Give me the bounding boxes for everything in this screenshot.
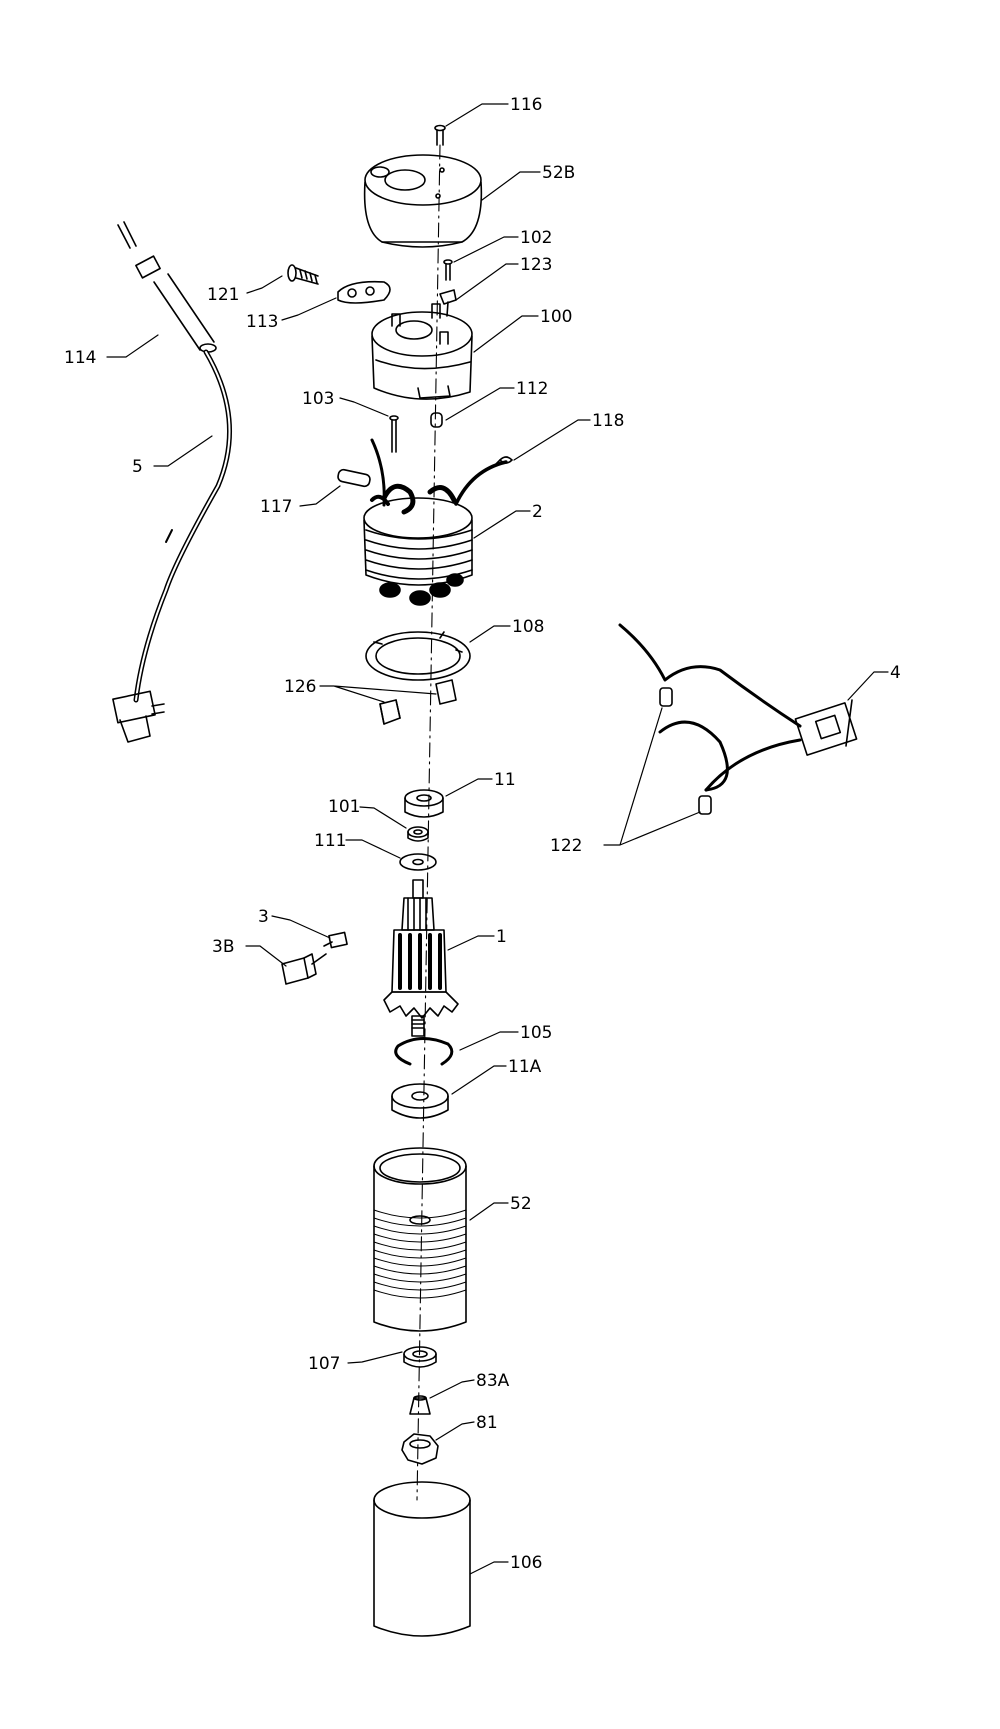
label-81: 81: [476, 1413, 498, 1433]
part-106-cover: [373, 1481, 471, 1637]
part-5-power-cord: [133, 349, 232, 703]
part-101-nut: [407, 826, 429, 842]
part-11A-bearing: [391, 1083, 449, 1119]
part-116-screw: [434, 124, 446, 146]
label-2: 2: [532, 502, 543, 522]
label-52B: 52B: [542, 163, 575, 183]
label-108: 108: [512, 617, 544, 637]
label-83A: 83A: [476, 1371, 510, 1391]
part-108-ring: [365, 631, 471, 681]
label-101: 101: [328, 797, 360, 817]
label-3: 3: [258, 907, 269, 927]
label-106: 106: [510, 1553, 542, 1573]
part-111-washer: [399, 853, 437, 871]
part-102-screw: [443, 259, 453, 281]
part-103-screw: [389, 415, 399, 453]
part-52B-end-cap: [363, 154, 483, 248]
label-4: 4: [890, 663, 901, 683]
part-114-cord-end: [117, 221, 217, 353]
label-112: 112: [516, 379, 548, 399]
part-labels: 116 52B 102 123 121 113 100 114 103 112 …: [64, 95, 901, 1573]
label-121: 121: [207, 285, 239, 305]
label-122: 122: [550, 836, 582, 856]
label-105: 105: [520, 1023, 552, 1043]
part-11-bearing: [404, 789, 444, 818]
label-100: 100: [540, 307, 572, 327]
label-3B: 3B: [212, 937, 234, 957]
leader-lines: [106, 103, 889, 1575]
part-105-retaining-ring: [394, 1037, 454, 1066]
label-11A: 11A: [508, 1057, 542, 1077]
label-1: 1: [496, 927, 507, 947]
label-102: 102: [520, 228, 552, 248]
part-1-armature: [383, 879, 459, 1037]
label-116: 116: [510, 95, 542, 115]
part-112-sleeve: [430, 412, 443, 428]
label-111: 111: [314, 831, 346, 851]
label-118: 118: [592, 411, 624, 431]
cord-plug: [112, 690, 165, 743]
part-83A-collet: [409, 1395, 431, 1415]
part-126-pads: [379, 679, 457, 725]
label-126: 126: [284, 677, 316, 697]
label-113: 113: [246, 312, 278, 332]
label-117: 117: [260, 497, 292, 517]
part-121-screw: [287, 264, 319, 285]
label-114: 114: [64, 348, 96, 368]
part-117-sleeve: [337, 468, 371, 488]
label-5: 5: [132, 457, 143, 477]
part-2-field-coil: [363, 438, 508, 606]
label-107: 107: [308, 1354, 340, 1374]
part-100-brush-holder: [371, 303, 473, 400]
part-81-collet-nut: [401, 1433, 439, 1465]
part-122-wire-connectors: [659, 687, 712, 815]
part-123-clip: [439, 289, 457, 317]
part-3B-brush-cap: [281, 953, 327, 985]
part-3-carbon-brush: [323, 931, 348, 949]
label-123: 123: [520, 255, 552, 275]
part-107-bushing: [403, 1346, 437, 1368]
part-52-motor-housing: [373, 1147, 467, 1332]
label-11: 11: [494, 770, 516, 790]
part-113-cord-clamp: [337, 280, 391, 304]
part-4-switch-wiring: [618, 623, 858, 792]
label-52: 52: [510, 1194, 532, 1214]
label-103: 103: [302, 389, 334, 409]
